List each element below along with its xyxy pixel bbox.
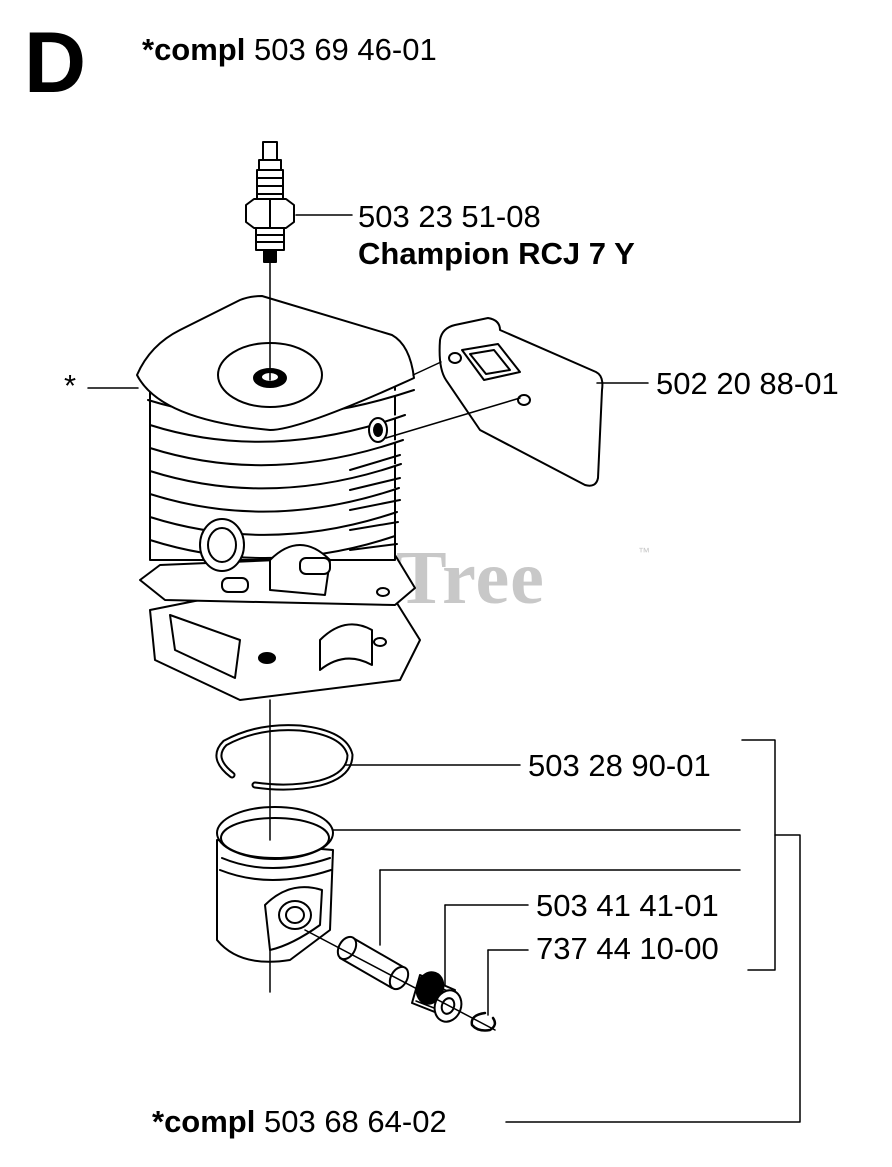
gasket[interactable]: [438, 317, 604, 487]
needle-bearing-part-number: 737 44 10-00: [536, 931, 719, 966]
cylinder[interactable]: [136, 295, 421, 701]
needle-bearing[interactable]: [411, 969, 466, 1026]
assembly-top-prefix: *compl: [142, 32, 246, 67]
piston[interactable]: [216, 806, 334, 963]
piston-pin[interactable]: [334, 934, 412, 993]
section-letter: D: [24, 15, 87, 111]
piston-pin-part-number: 503 41 41-01: [536, 888, 719, 923]
spark-plug-part-number: 503 23 51-08: [358, 199, 541, 234]
assembly-top-label: *compl 503 69 46-01: [142, 34, 437, 65]
assembly-bottom-part: 503 68 64-02: [263, 1104, 447, 1139]
gasket-part-number: 502 20 88-01: [656, 366, 839, 401]
piston-ring[interactable]: [215, 724, 354, 791]
piston-ring-part-number: 503 28 90-01: [528, 748, 711, 783]
watermark-trademark: ™: [638, 545, 650, 559]
spark-plug-model: Champion RCJ 7 Y: [358, 236, 635, 271]
assembly-bottom-label: *compl 503 68 64-02: [152, 1106, 447, 1137]
leader-lines: [87, 214, 801, 1123]
circlip[interactable]: [470, 1011, 497, 1032]
cylinder-marker: *: [64, 368, 77, 403]
spark-plug[interactable]: [245, 141, 295, 263]
assembly-bottom-prefix: *compl: [152, 1104, 256, 1139]
assembly-top-part: 503 69 46-01: [253, 32, 437, 67]
